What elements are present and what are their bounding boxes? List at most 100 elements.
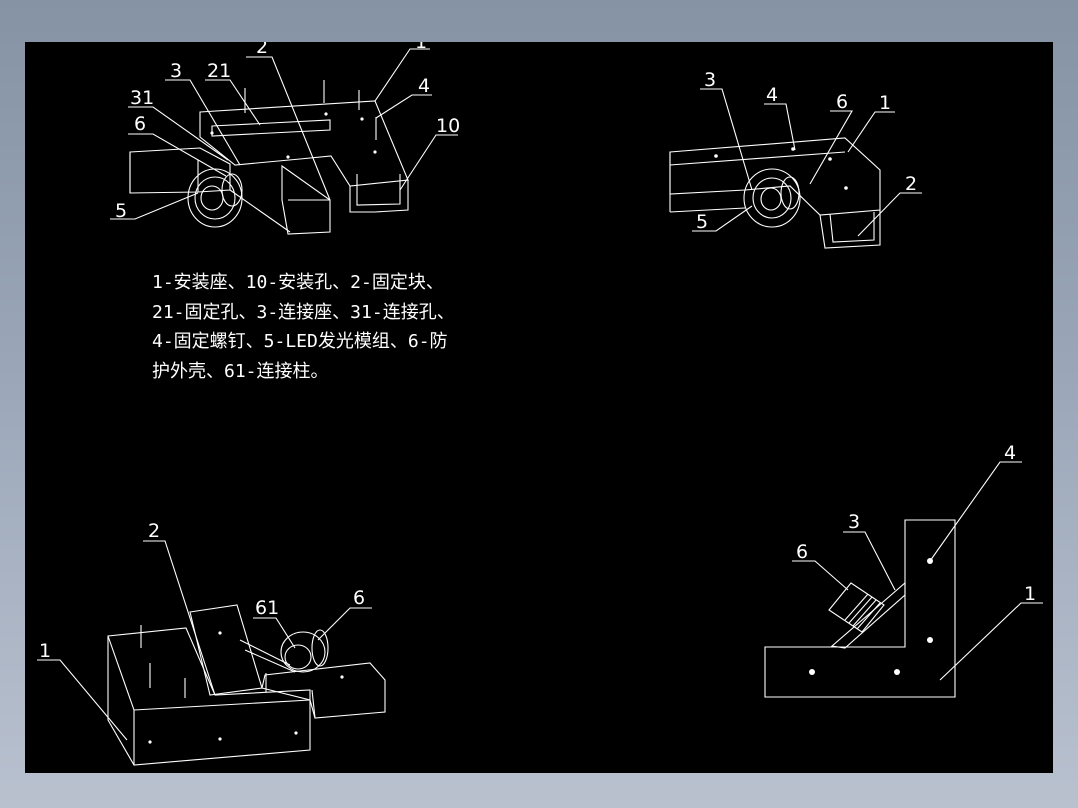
hole-dot (218, 631, 222, 635)
label-31: 31 (130, 87, 154, 109)
parts-legend: 1-安装座、10-安装孔、2-固定块、 21-固定孔、3-连接座、31-连接孔、… (152, 268, 522, 386)
leader-6 (317, 607, 372, 641)
leader-10 (399, 134, 458, 191)
protective-housing-6 (187, 168, 243, 228)
protective-housing-6 (280, 631, 326, 673)
leader-5 (692, 205, 753, 232)
base-edge (669, 151, 846, 166)
fixing-block-end (819, 210, 881, 249)
legend-line: 4-固定螺钉、5-LED发光模组、6-防 (152, 331, 448, 352)
hole-dot (927, 637, 933, 643)
fixing-block (281, 164, 331, 235)
connecting-seat-3 (830, 581, 906, 649)
label-4: 4 (1004, 442, 1016, 464)
leader-1 (374, 48, 430, 102)
hole-dot (714, 154, 718, 158)
leader-6 (128, 133, 227, 177)
mounting-base-plan (764, 519, 956, 698)
led-module-ring (752, 177, 792, 219)
leader-3 (700, 88, 753, 191)
view-bottom-right: 4 3 6 1 (764, 442, 1043, 698)
hole-dot (360, 117, 364, 121)
hole-dot (791, 147, 795, 151)
label-1: 1 (39, 640, 51, 662)
base-edge (669, 207, 746, 213)
mounting-base-slot (211, 119, 331, 137)
label-6: 6 (796, 541, 808, 563)
leader-31 (128, 106, 229, 161)
label-61: 61 (255, 597, 279, 619)
protective-housing-6 (743, 168, 801, 228)
leader-21 (205, 79, 261, 126)
leader-6 (809, 110, 853, 185)
leader-1 (847, 111, 895, 153)
leader-2 (143, 540, 216, 696)
label-6: 6 (353, 587, 365, 609)
view-bottom-left: 2 61 6 1 (37, 520, 386, 766)
legend-line: 1-安装座、10-安装孔、2-固定块、 (152, 272, 444, 293)
housing-rib (856, 602, 881, 630)
protective-housing-6 (828, 582, 885, 633)
label-1: 1 (1024, 583, 1036, 605)
label-5: 5 (696, 211, 708, 233)
housing-rib (848, 596, 873, 624)
hole-dot (286, 155, 290, 159)
arm-edge (311, 689, 316, 719)
label-2: 2 (905, 173, 917, 195)
arm-bottom-edge (229, 189, 291, 233)
hole-dot (373, 150, 377, 154)
fixing-block-hole (829, 212, 875, 243)
hole-dot (828, 157, 832, 161)
mounting-base-front (349, 180, 409, 213)
led-module (284, 644, 312, 670)
connecting-post-61 (239, 639, 291, 666)
drawing-canvas: 2 1 3 21 4 31 10 6 5 (25, 42, 1053, 773)
label-4: 4 (418, 75, 430, 97)
mounting-hole-10 (356, 174, 401, 206)
label-2: 2 (148, 520, 160, 542)
hole-dot (844, 186, 848, 190)
label-1: 1 (879, 92, 891, 114)
leader-1 (37, 659, 128, 741)
base-edge (107, 635, 135, 711)
leader-1 (939, 602, 1043, 681)
hole-dot (809, 669, 815, 675)
legend-line: 护外壳、61-连接柱。 (152, 360, 329, 382)
housing-rib (844, 593, 869, 621)
connecting-post-61 (244, 649, 296, 673)
view-top-left: 2 1 3 21 4 31 10 6 5 (110, 42, 460, 235)
base-body (107, 627, 311, 766)
label-10: 10 (436, 115, 460, 137)
leader-6 (792, 560, 849, 591)
label-2: 2 (256, 42, 268, 58)
hole-dot (324, 112, 328, 116)
label-3: 3 (170, 60, 182, 82)
leader-3 (843, 531, 896, 591)
cad-drawing: 2 1 3 21 4 31 10 6 5 (37, 42, 1043, 766)
base-edge (133, 699, 311, 711)
led-module-ring (194, 176, 236, 220)
led-module-5 (200, 185, 224, 211)
hole-dot (148, 740, 152, 744)
leader-5 (110, 192, 199, 220)
base-top-face (669, 137, 881, 216)
label-6: 6 (134, 113, 146, 135)
led-module-5 (760, 187, 782, 211)
leader-3 (165, 79, 241, 166)
housing-side (311, 629, 329, 667)
label-4: 4 (766, 84, 778, 106)
leader-4 (929, 461, 1022, 562)
label-3: 3 (704, 69, 716, 91)
label-5: 5 (115, 200, 127, 222)
leader-4 (764, 103, 796, 151)
hole-dot (894, 669, 900, 675)
view-top-right: 3 4 6 1 2 5 (669, 69, 922, 249)
label-3: 3 (848, 511, 860, 533)
label-1: 1 (415, 42, 427, 53)
legend-line: 21-固定孔、3-连接座、31-连接孔、 (152, 301, 455, 323)
label-6: 6 (836, 91, 848, 113)
hole-dot (340, 675, 344, 679)
housing-rib (852, 599, 877, 627)
leader-2 (246, 56, 331, 201)
mounting-base-top-face (199, 100, 409, 187)
